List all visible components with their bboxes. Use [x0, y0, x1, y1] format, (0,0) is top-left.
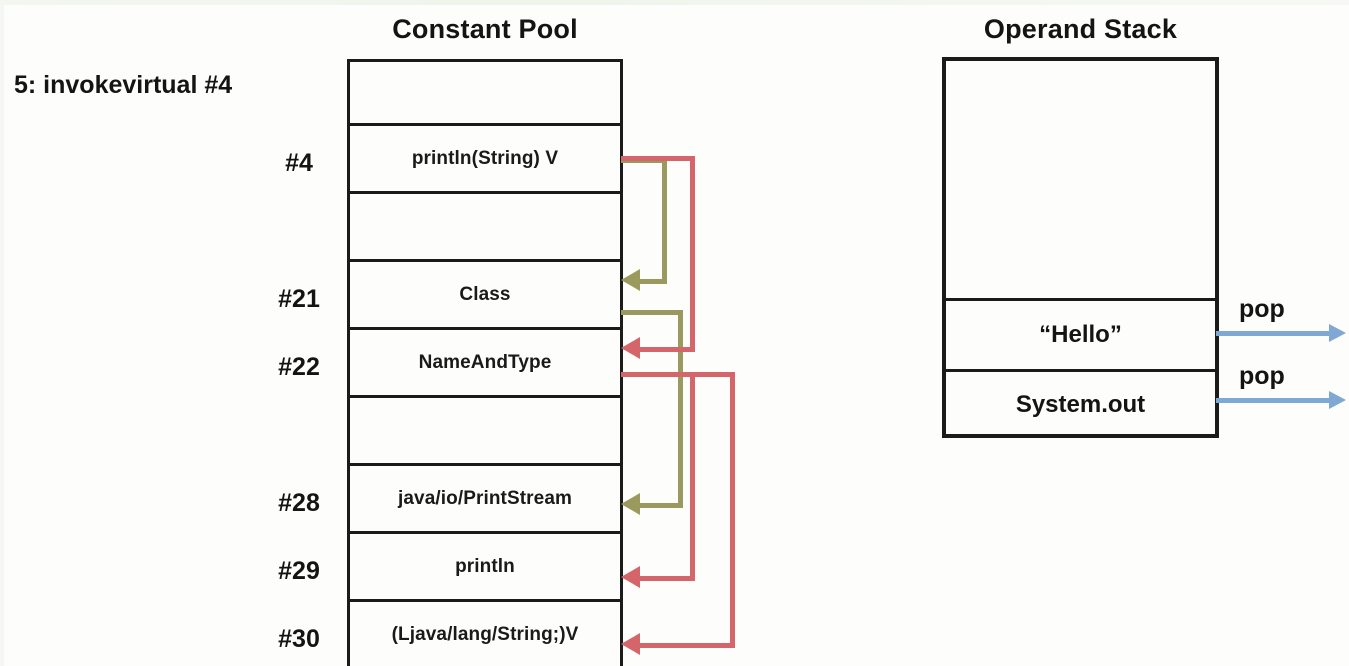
olive-seg-down-2: [678, 310, 683, 507]
cp-row-2[interactable]: [350, 194, 620, 262]
red-arrowhead-29: [621, 566, 640, 588]
cp-row-0[interactable]: [350, 62, 620, 126]
operand-stack-title: Operand Stack: [983, 14, 1178, 44]
cp-row-5[interactable]: [350, 398, 620, 466]
cp-index-6: #28: [278, 489, 320, 517]
cp-row-8[interactable]: (Ljava/lang/String;)V: [350, 602, 620, 666]
operand-stack-divider-0: [946, 298, 1215, 301]
olive-seg-branch-28: [621, 310, 683, 315]
olive-arrowhead-28: [621, 493, 640, 515]
pop-arrow-line-systemout: [1216, 398, 1330, 403]
red-arrowhead-22: [621, 337, 640, 359]
cp-index-4: #22: [278, 353, 320, 381]
cp-row-7[interactable]: println: [350, 534, 620, 602]
red-seg-from-4: [621, 156, 695, 161]
operand-stack-slot-1[interactable]: “Hello”: [946, 301, 1215, 369]
cp-index-1: #4: [285, 149, 313, 177]
cp-cell-value-1: println(String) V: [411, 147, 559, 169]
cp-index-5: [259, 401, 339, 469]
cp-index-0: [259, 65, 339, 129]
olive-seg-into-28: [637, 503, 683, 508]
cp-row-6[interactable]: java/io/PrintStream: [350, 466, 620, 534]
cp-index-8: #30: [278, 625, 320, 653]
constant-pool-title: Constant Pool: [392, 14, 578, 44]
pop-label-hello: pop: [1239, 295, 1285, 323]
cp-cell-value-3: Class: [459, 283, 511, 305]
cp-row-3[interactable]: Class: [350, 262, 620, 330]
red-seg-into-30: [637, 643, 735, 648]
red-seg-down-1: [690, 156, 695, 352]
instruction-label: 5: invokevirtual #4: [14, 71, 233, 99]
red-seg-down-3: [730, 372, 735, 648]
operand-stack-slot-0[interactable]: [946, 61, 1215, 298]
operand-stack-divider-1: [946, 369, 1215, 372]
red-seg-into-29: [637, 576, 695, 581]
cp-row-1[interactable]: println(String) V: [350, 126, 620, 194]
red-seg-into-22: [637, 347, 695, 352]
operand-stack-table: “Hello” System.out: [942, 57, 1219, 438]
pop-label-systemout: pop: [1239, 362, 1285, 390]
cp-row-4[interactable]: NameAndType: [350, 330, 620, 398]
cp-index-7: #29: [278, 557, 320, 585]
frame-edge-tint-top: [0, 0, 1349, 5]
olive-arrowhead-21: [621, 269, 640, 291]
olive-seg-down-1: [662, 158, 667, 283]
olive-seg-into-21: [637, 279, 667, 284]
frame-edge-tint-left: [0, 0, 4, 666]
red-seg-down-2: [690, 372, 695, 580]
constant-pool-table: println(String) V Class NameAndType java…: [347, 59, 623, 666]
pop-arrow-head-systemout: [1329, 391, 1346, 409]
cp-index-2: [259, 197, 339, 265]
red-seg-branch-lower: [621, 372, 735, 377]
cp-cell-value-6: java/io/PrintStream: [397, 487, 573, 509]
operand-stack-slot-value-2: System.out: [1015, 391, 1146, 418]
red-arrowhead-30: [621, 633, 640, 655]
operand-stack-slot-value-1: “Hello”: [1039, 321, 1122, 348]
operand-stack-slot-2[interactable]: System.out: [946, 372, 1215, 438]
pop-arrow-head-hello: [1329, 324, 1346, 342]
cp-cell-value-7: println: [455, 555, 515, 577]
cp-cell-value-8: (Ljava/lang/String;)V: [391, 623, 579, 645]
cp-index-3: #21: [278, 285, 320, 313]
cp-cell-value-4: NameAndType: [418, 351, 552, 373]
pop-arrow-line-hello: [1216, 331, 1330, 336]
